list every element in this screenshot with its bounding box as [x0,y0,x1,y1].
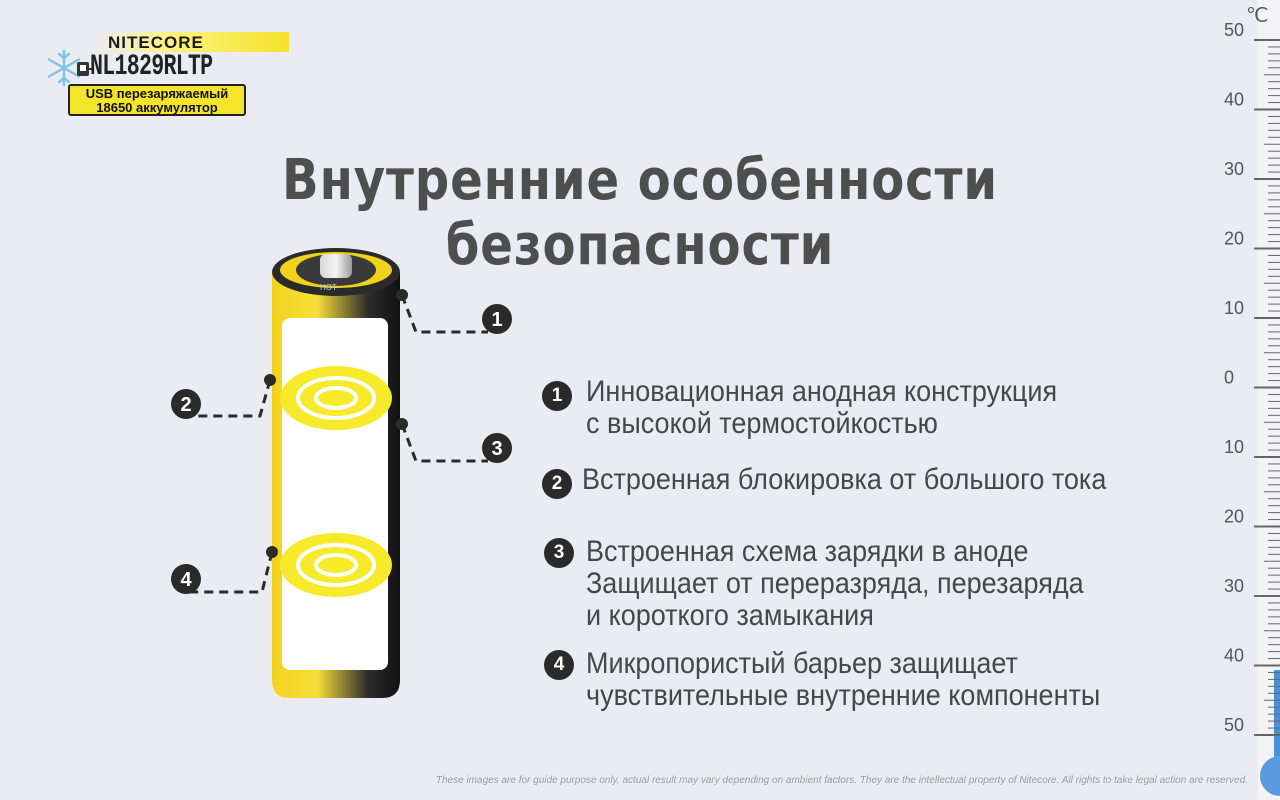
feature-2-text: Встроенная блокировка от большого тока [582,464,1106,496]
thermometer-label: 0 [1224,368,1234,388]
feature-4-badge: 4 [544,650,574,680]
brand-name: NITECORE [108,33,204,52]
snowflake-icon [47,49,81,87]
feature-3-text: Встроенная схема зарядки в аноде Защищае… [586,536,1084,632]
brand-bar [96,32,289,52]
tag-line-2: 18650 аккумулятор [96,100,218,115]
callout-1-badge [482,304,512,334]
callout-1-num: 1 [491,309,502,331]
feature-3-line-2: Защищает от переразряда, перезаряда [586,567,1084,600]
feature-2-badge: 2 [542,469,572,499]
product-tag: USB перезаряжаемый 18650 аккумулятор [68,84,246,116]
thermometer-mercury [1274,670,1280,760]
battery-terminal [320,254,352,278]
battery-illustration: HOT 1 2 3 4 [171,248,512,698]
feature-4-line-2: чувствительные внутренние компоненты [586,679,1101,712]
feature-3-line-1: Встроенная схема зарядки в аноде [586,535,1029,568]
callout-2-badge [171,389,201,419]
thermometer-label: 10 [1224,437,1244,457]
battery-top-label: HOT [320,283,337,292]
thermometer-label: 10 [1224,298,1244,318]
usb-plug-icon [77,62,94,76]
thermometer-label: 40 [1224,90,1244,110]
thermometer-bulb [1260,756,1280,796]
callout-4-num: 4 [180,569,192,591]
feature-1-line-1: Инновационная анодная конструкция [586,375,1058,408]
thermometer-scale: ℃ 50 40 30 20 10 0 10 20 30 40 50 [1224,0,1280,800]
feature-1-text: Инновационная анодная конструкция с высо… [586,376,1057,440]
thermometer-unit: ℃ [1246,5,1268,27]
thermometer-label: 20 [1224,229,1244,249]
thermometer-label: 40 [1224,646,1244,666]
feature-4-line-1: Микропористый барьер защищает [586,647,1018,680]
callout-3-badge [482,433,512,463]
callout-2-num: 2 [180,394,191,416]
page-title: Внутренние особенности безопасности [282,148,998,278]
feature-1-line-2: с высокой термостойкостью [586,407,938,440]
feature-2-line-1: Встроенная блокировка от большого тока [582,463,1107,496]
thermometer-label: 50 [1224,715,1244,735]
model-name: NL1829RLTP [90,50,213,84]
feature-4-text: Микропористый барьер защищает чувствител… [586,648,1100,712]
layer-2-ring [280,366,392,430]
thermometer-label: 20 [1224,507,1244,527]
feature-3-line-3: и короткого замыкания [586,599,874,632]
layer-4-ring [280,533,392,597]
thermometer-label: 30 [1224,159,1244,179]
nitecore-logo: NITECORE NL1829RLTP USB перезаряжаемый 1… [44,30,289,122]
feature-1-badge: 1 [542,381,572,411]
callout-4-badge [171,564,201,594]
tag-line-1: USB перезаряжаемый [85,86,229,101]
disclaimer: These images are for guide purpose only,… [435,775,1248,786]
callout-3-num: 3 [491,438,502,460]
feature-3-badge: 3 [544,538,574,568]
thermometer-label: 50 [1224,20,1244,40]
thermometer-label: 30 [1224,576,1244,596]
